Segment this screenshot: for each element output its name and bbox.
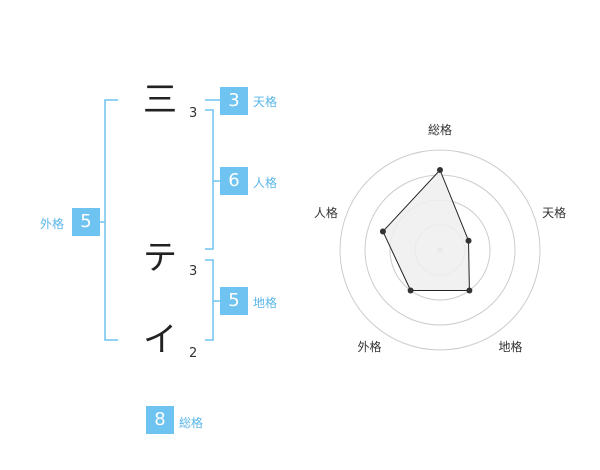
radar-axis-label: 人格: [314, 205, 338, 220]
radar-point: [379, 228, 386, 235]
radar-polygon-group: [382, 169, 470, 291]
radar-point: [465, 237, 472, 244]
soukaku-label: 総格: [179, 416, 204, 430]
chikaku-badge: 5: [220, 287, 248, 315]
radar-axis-label: 外格: [357, 339, 381, 354]
radar-polygon: [382, 169, 470, 291]
name-char-1: 三: [143, 80, 177, 120]
soukaku-badge: 8: [146, 406, 174, 434]
name-char-1-strokes: 3: [189, 106, 198, 121]
radar-point: [466, 287, 473, 294]
tenkaku-badge: 3: [220, 87, 248, 115]
name-char-2: テ: [143, 238, 177, 278]
jinkaku-bracket: [205, 109, 214, 250]
jinkaku-badge: 6: [220, 167, 248, 195]
jinkaku-label: 人格: [253, 176, 278, 190]
radar-ring: [339, 149, 541, 351]
radar-axis-label: 地格: [499, 339, 523, 354]
name-char-2-strokes: 3: [189, 264, 198, 279]
chikaku-bracket: [205, 259, 214, 341]
gaikaku-badge: 5: [72, 208, 100, 236]
name-char-3-strokes: 2: [189, 346, 198, 361]
radar-axis-label: 天格: [542, 205, 566, 220]
chikaku-label: 地格: [253, 296, 278, 310]
radar-axis-label: 総格: [428, 122, 452, 137]
radar-point: [437, 167, 443, 173]
tenkaku-label: 天格: [253, 95, 278, 109]
radar-points: [379, 167, 473, 294]
gaikaku-bracket: [104, 99, 118, 341]
radar-point: [407, 287, 414, 294]
gaikaku-label: 外格: [40, 217, 65, 231]
name-char-3: イ: [143, 320, 177, 360]
